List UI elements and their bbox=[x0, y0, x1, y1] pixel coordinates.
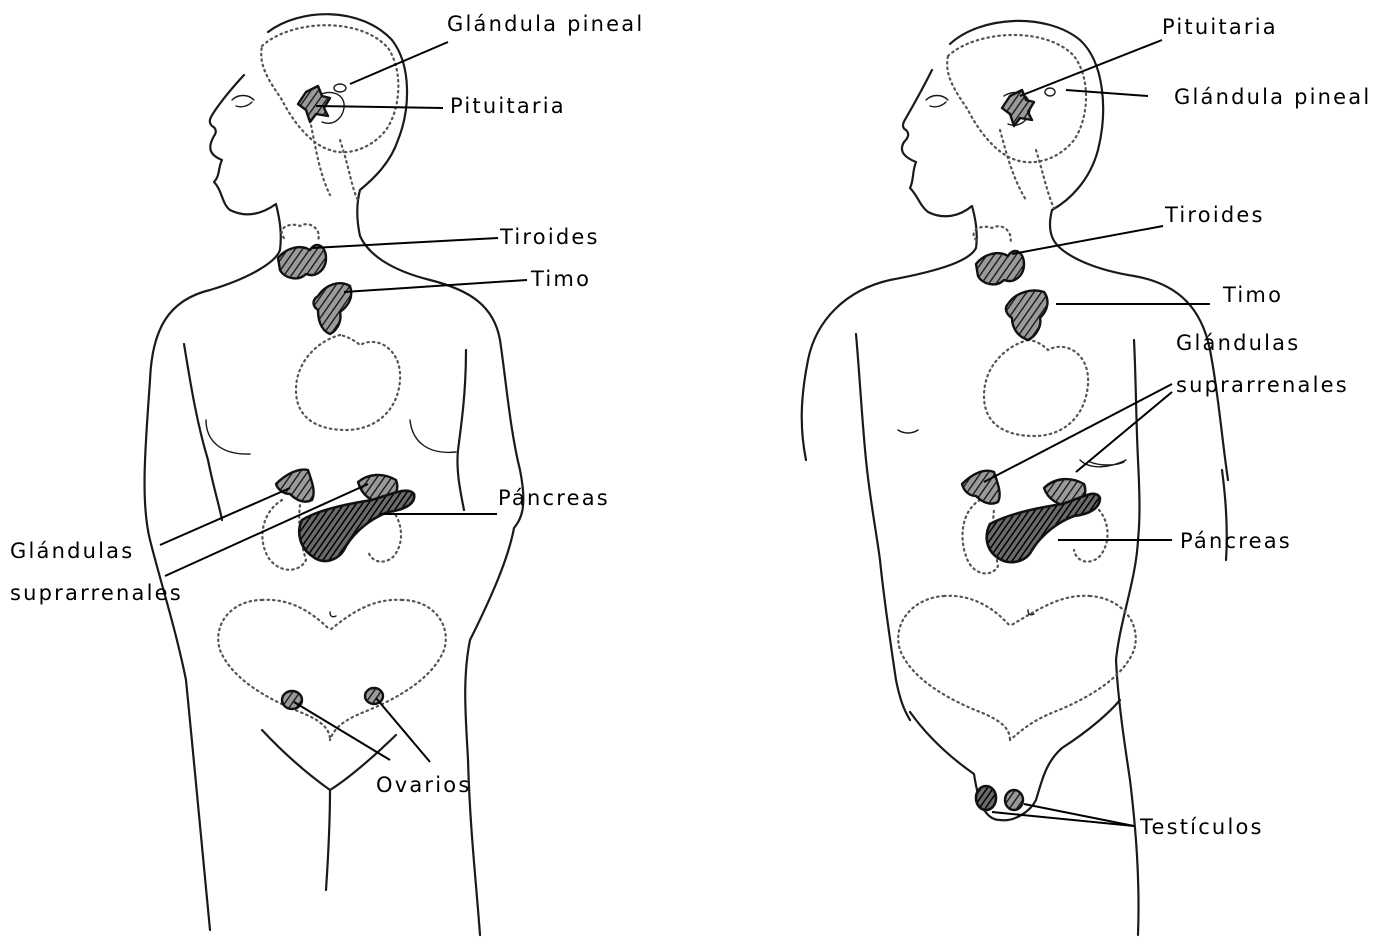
female-navel bbox=[330, 612, 336, 617]
male-testis-leader-right bbox=[1024, 804, 1134, 826]
male-chest-lines bbox=[898, 430, 1126, 467]
male-label-thyroid: Tiroides bbox=[1164, 203, 1265, 227]
female-pancreas bbox=[299, 491, 414, 561]
male-figure: Pituitaria Glándula pineal Tiroides Timo… bbox=[802, 15, 1372, 935]
female-larynx-dotted bbox=[282, 224, 319, 240]
male-label-adrenal-1: Glándulas bbox=[1176, 331, 1300, 355]
female-brainstem-dotted bbox=[310, 120, 358, 200]
female-brain-dotted bbox=[261, 25, 398, 152]
male-pineal-leader bbox=[1066, 90, 1148, 96]
male-testis-right bbox=[1005, 790, 1023, 810]
female-label-adrenal-2: suprarrenales bbox=[10, 581, 183, 605]
female-label-thymus: Timo bbox=[530, 267, 591, 291]
female-ovary-leader-right bbox=[376, 698, 430, 762]
female-label-pituitary: Pituitaria bbox=[450, 94, 566, 118]
female-groin bbox=[262, 730, 396, 890]
female-label-ovaries: Ovarios bbox=[376, 773, 471, 797]
male-label-pancreas: Páncreas bbox=[1180, 529, 1292, 553]
female-label-adrenal-1: Glándulas bbox=[10, 539, 134, 563]
male-bladder-dotted bbox=[898, 596, 1136, 740]
male-label-thymus: Timo bbox=[1222, 283, 1283, 307]
male-label-pineal: Glándula pineal bbox=[1174, 85, 1371, 109]
female-thyroid-gland bbox=[278, 245, 326, 278]
male-testis-left bbox=[976, 786, 996, 810]
male-label-adrenal-2: suprarrenales bbox=[1176, 373, 1349, 397]
female-ovary-left bbox=[282, 691, 302, 709]
male-thyroid-leader bbox=[1012, 226, 1163, 254]
female-thyroid-leader bbox=[312, 238, 498, 248]
female-label-pineal: Glándula pineal bbox=[447, 12, 644, 36]
female-ovary-leader-left bbox=[294, 702, 390, 760]
female-pituitary-gland bbox=[298, 86, 330, 122]
female-bladder-dotted bbox=[218, 600, 446, 740]
male-label-pituitary: Pituitaria bbox=[1162, 15, 1278, 39]
female-pineal-gland bbox=[334, 84, 346, 92]
male-larynx-dotted bbox=[974, 226, 1011, 244]
male-brainstem-dotted bbox=[1000, 130, 1054, 208]
male-heart-dotted bbox=[984, 340, 1088, 436]
male-thyroid-gland bbox=[976, 251, 1024, 284]
female-heart-dotted bbox=[296, 335, 400, 430]
female-label-pancreas: Páncreas bbox=[498, 486, 610, 510]
male-pineal-gland bbox=[1045, 88, 1055, 96]
male-pituitary-gland bbox=[1002, 90, 1034, 126]
female-pineal-leader bbox=[350, 42, 448, 84]
male-thymus-gland bbox=[1006, 291, 1048, 341]
male-adrenal-leader-right bbox=[1076, 392, 1172, 472]
male-pancreas bbox=[987, 494, 1100, 562]
female-pituitary-leader bbox=[316, 106, 443, 108]
female-adrenal-leader-left bbox=[160, 488, 290, 545]
male-pituitary-leader bbox=[1020, 40, 1162, 96]
male-label-testes: Testículos bbox=[1139, 815, 1264, 839]
female-arm-lines bbox=[184, 344, 466, 520]
female-breast-lines bbox=[206, 420, 456, 454]
female-figure: Glándula pineal Pituitaria Tiroides Timo… bbox=[10, 12, 644, 935]
male-eye bbox=[926, 96, 948, 107]
female-adrenal-left bbox=[276, 470, 314, 502]
female-eye bbox=[232, 96, 254, 107]
female-label-thyroid: Tiroides bbox=[499, 225, 600, 249]
female-thymus-gland bbox=[314, 283, 352, 334]
